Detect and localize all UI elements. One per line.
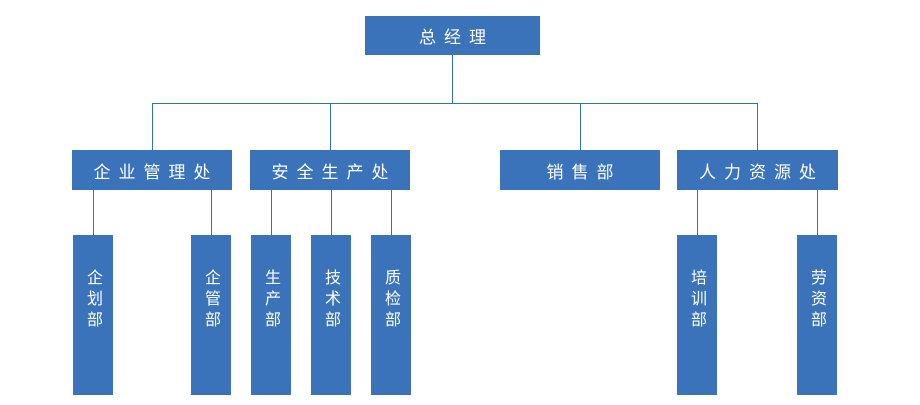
- connector-line: [271, 190, 272, 235]
- connector-line: [757, 103, 758, 150]
- connector-line: [452, 55, 453, 103]
- connector-line: [580, 103, 581, 150]
- org-node-enterprise-admin-department: 企管部: [191, 235, 231, 395]
- org-node-label: 技术部: [322, 269, 341, 332]
- org-node-human-resources-office: 人力资源处: [677, 150, 838, 190]
- org-node-production-department: 生产部: [251, 235, 291, 395]
- org-node-label: 企划部: [84, 269, 103, 332]
- org-node-label: 质检部: [382, 269, 401, 332]
- connector-line: [697, 190, 698, 235]
- connector-line: [330, 103, 331, 150]
- org-node-general-manager: 总经理: [365, 16, 540, 55]
- org-node-technology-department: 技术部: [311, 235, 351, 395]
- connector-line: [331, 190, 332, 235]
- connector-line: [152, 103, 153, 150]
- org-node-safety-production-office: 安全生产处: [250, 150, 410, 190]
- org-node-label: 培训部: [688, 269, 707, 332]
- org-node-sales-department: 销售部: [500, 150, 660, 190]
- connector-line: [391, 190, 392, 235]
- org-node-labor-wage-department: 劳资部: [797, 235, 837, 395]
- org-node-label: 企管部: [202, 269, 221, 332]
- org-node-enterprise-management-office: 企业管理处: [72, 150, 232, 190]
- org-node-planning-department: 企划部: [73, 235, 113, 395]
- connector-line: [817, 190, 818, 235]
- org-node-training-department: 培训部: [677, 235, 717, 395]
- org-node-label: 生产部: [262, 269, 281, 332]
- org-node-quality-inspection-department: 质检部: [371, 235, 411, 395]
- connector-line: [211, 190, 212, 235]
- connector-line: [93, 190, 94, 235]
- connector-line: [152, 103, 758, 104]
- org-node-label: 劳资部: [808, 269, 827, 332]
